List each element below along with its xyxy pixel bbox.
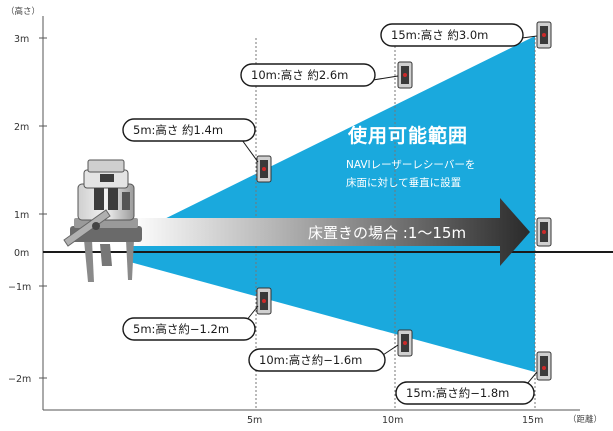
callout-down-5m: 5m:高さ約−1.2m	[122, 317, 256, 341]
callout-up-5m: 5m:高さ 約1.4m	[122, 118, 256, 142]
range-desc-line2: 床面に対して垂直に設置	[346, 176, 461, 189]
x-unit-label: （距離）	[568, 414, 602, 425]
range-desc-line1: NAVIレーザーレシーバーを	[346, 159, 475, 171]
y-tick-minus1m: −1m	[8, 282, 31, 293]
laser-level-device	[63, 159, 142, 282]
receiver-up-15m	[536, 21, 552, 49]
callout-down-10m: 10m:高さ約−1.6m	[248, 348, 386, 372]
callout-up-5m-text: 5m:高さ 約1.4m	[133, 123, 223, 137]
usable-range-lower	[130, 252, 535, 372]
receiver-down-15m	[536, 351, 552, 381]
x-tick-15m: 15m	[522, 415, 543, 426]
y-tick-0m: 0m	[14, 248, 29, 259]
callout-down-15m-text: 15m:高さ約−1.8m	[406, 386, 509, 400]
receiver-floor-15m	[536, 217, 552, 247]
y-tick-3m: 3m	[14, 34, 29, 45]
y-unit-label: （高さ）	[6, 6, 40, 17]
callout-down-15m: 15m:高さ約−1.8m	[395, 381, 535, 405]
callout-down-5m-text: 5m:高さ約−1.2m	[133, 322, 229, 336]
callout-up-15m: 15m:高さ 約3.0m	[380, 23, 524, 47]
callout-up-10m-text: 10m:高さ 約2.6m	[251, 68, 348, 82]
receiver-down-5m	[256, 287, 272, 315]
range-title: 使用可能範囲	[347, 124, 468, 147]
callout-down-10m-text: 10m:高さ約−1.6m	[259, 353, 362, 367]
x-tick-5m: 5m	[247, 415, 262, 426]
x-tick-10m: 10m	[382, 415, 403, 426]
y-tick-marks	[39, 37, 47, 379]
receiver-up-5m	[256, 155, 272, 183]
callout-up-10m: 10m:高さ 約2.6m	[240, 63, 376, 87]
arrow-label: 床置きの場合 :1〜15m	[308, 224, 466, 242]
y-tick-2m: 2m	[14, 122, 29, 133]
callout-up-15m-text: 15m:高さ 約3.0m	[391, 28, 488, 42]
usable-range-upper	[130, 36, 535, 252]
receiver-up-10m	[397, 61, 413, 89]
receiver-down-10m	[397, 329, 413, 357]
floor-placement-arrow	[130, 198, 530, 266]
y-tick-minus2m: −2m	[8, 374, 31, 385]
y-tick-1m: 1m	[14, 210, 29, 221]
